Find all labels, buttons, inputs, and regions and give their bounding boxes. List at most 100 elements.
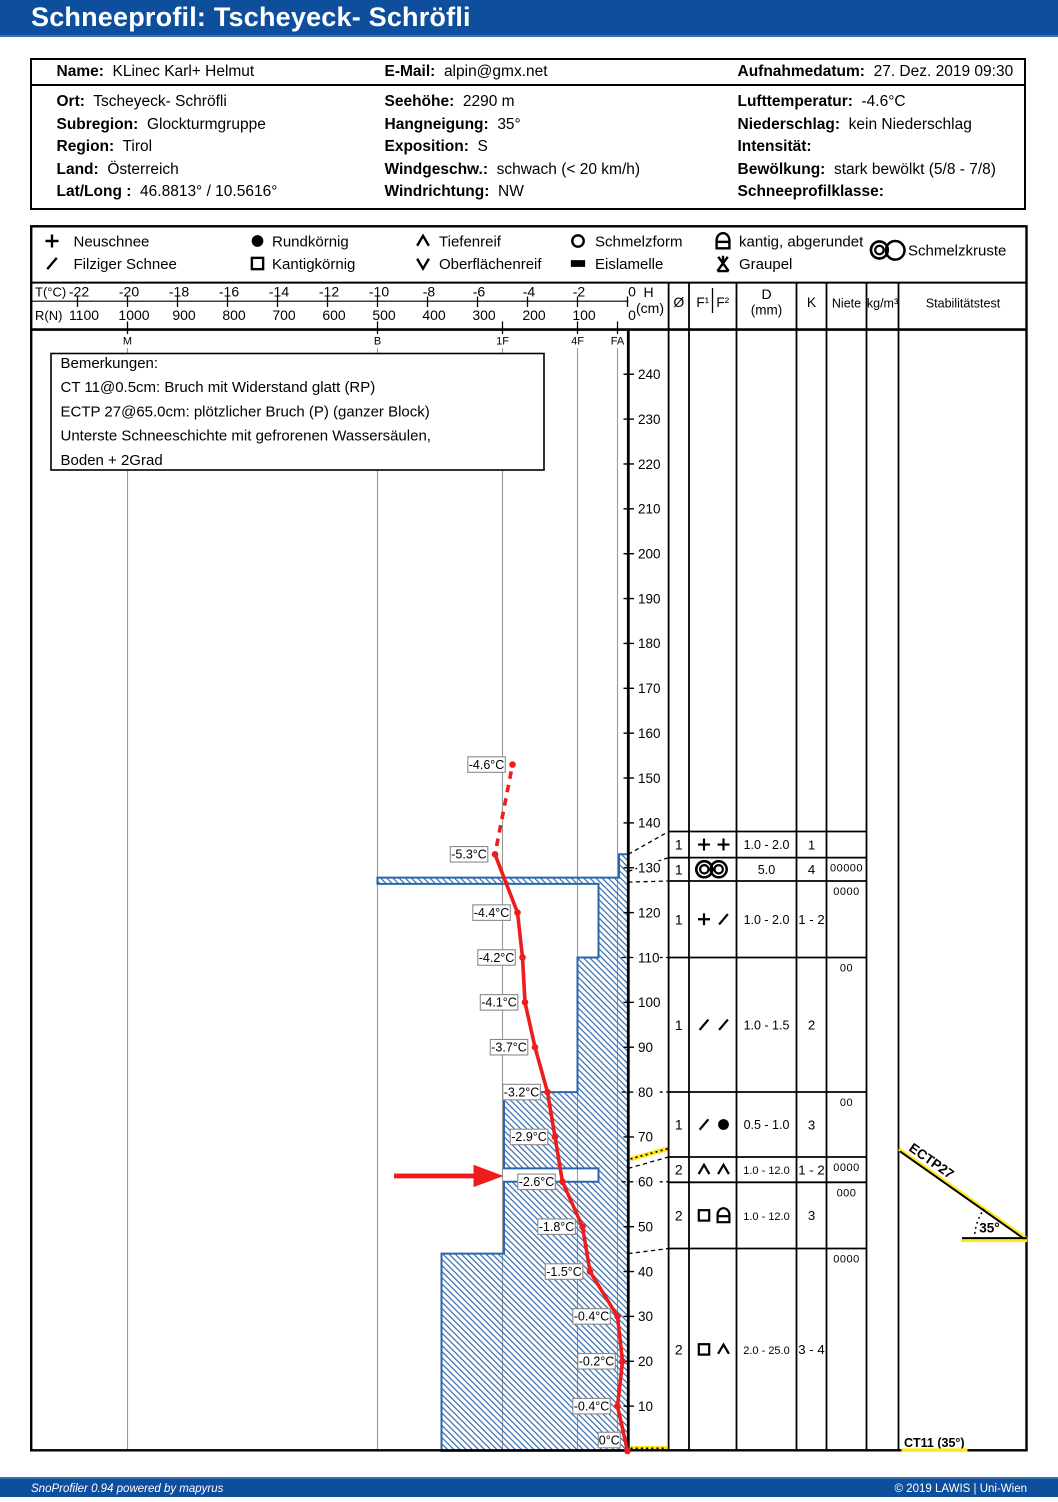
arrow-shaft bbox=[394, 1173, 476, 1179]
title-bar: Schneeprofil: Tscheyeck- Schröfli bbox=[0, 0, 1058, 37]
height-tick-label: 90 bbox=[638, 1040, 653, 1055]
temp-point-label-box bbox=[477, 949, 516, 966]
temp-point bbox=[491, 850, 499, 858]
temp-point bbox=[514, 909, 521, 916]
temp-point-label: 0°C bbox=[599, 1433, 620, 1447]
legend-label: Filziger Schnee bbox=[74, 256, 177, 273]
angle-arc bbox=[973, 1208, 985, 1240]
resistance-tick-label: 500 bbox=[372, 307, 396, 323]
height-tick-label-bg bbox=[637, 1354, 660, 1369]
temp-point bbox=[531, 1043, 539, 1051]
resistance-tick-label: 300 bbox=[472, 307, 496, 323]
cell-grain-size: 1.0 - 12.0 bbox=[743, 1211, 789, 1223]
height-tick-label: 100 bbox=[638, 995, 661, 1010]
resistance-tick-label: 400 bbox=[422, 307, 446, 323]
col-header-kg: kg/m³ bbox=[867, 297, 898, 311]
footer-app-credit: SnoProfiler 0.94 powered by mapyrus bbox=[31, 1483, 224, 1495]
height-tick-label: 130 bbox=[638, 861, 661, 876]
footer-copyright: © 2019 LAWIS | Uni-Wien bbox=[894, 1483, 1027, 1495]
temp-point bbox=[619, 1357, 626, 1365]
height-tick-label: 200 bbox=[638, 547, 661, 562]
failure-marker-dots bbox=[630, 1147, 669, 1160]
chart-frame bbox=[30, 225, 1028, 1452]
temp-tick-label: -14 bbox=[269, 284, 289, 300]
height-tick-label: 190 bbox=[638, 591, 661, 606]
height-tick-label-bg bbox=[637, 1130, 660, 1144]
height-tick-label: 110 bbox=[638, 950, 660, 965]
temp-point-label: -1.8°C bbox=[539, 1220, 575, 1234]
cell-wetness: 1 bbox=[675, 911, 683, 927]
cell-niete: 0000 bbox=[833, 1254, 859, 1266]
hardness-letter: 1F bbox=[496, 336, 509, 348]
height-tick-label-bg bbox=[637, 950, 660, 965]
temp-point bbox=[579, 1223, 586, 1230]
layer-connector bbox=[628, 1247, 669, 1255]
temp-line bbox=[493, 853, 630, 1452]
height-tick-label: 10 bbox=[638, 1399, 653, 1414]
resistance-axis-label: R(N) bbox=[35, 308, 62, 323]
info-line: Niederschlag: kein Niederschlag bbox=[737, 115, 972, 133]
resistance-tick-label: 200 bbox=[522, 307, 546, 323]
height-tick-label: 230 bbox=[638, 412, 661, 427]
height-tick-label: 220 bbox=[638, 457, 661, 472]
height-tick-label-bg bbox=[637, 1399, 660, 1414]
temp-point bbox=[521, 999, 529, 1006]
height-tick-label: 20 bbox=[638, 1354, 653, 1369]
height-tick-label-bg bbox=[637, 726, 660, 741]
info-col-terrain: Seehöhe: 2290 m Hangneigung: 35° Exposit… bbox=[385, 91, 641, 204]
cell-niete: 0000 bbox=[833, 1162, 859, 1174]
temp-point bbox=[586, 1268, 594, 1275]
cell-grain-size: 1.0 - 2.0 bbox=[744, 913, 790, 927]
cell-niete: 00 bbox=[840, 1097, 853, 1109]
height-tick-label: 70 bbox=[638, 1130, 653, 1145]
cell-niete: 00 bbox=[840, 963, 853, 975]
height-tick-label-bg bbox=[637, 457, 660, 471]
legend-label: Rundkörnig bbox=[272, 233, 349, 250]
resistance-tick-label: 1000 bbox=[118, 307, 149, 323]
resistance-tick-label: 100 bbox=[572, 307, 596, 323]
info-email: E-Mail: alpin@gmx.net bbox=[385, 60, 548, 84]
temp-point-label-box bbox=[479, 994, 519, 1011]
temp-point-label-box bbox=[517, 1173, 556, 1191]
info-line: Schneeprofilklasse: bbox=[737, 183, 884, 200]
legend-label: kantig, abgerundet bbox=[739, 233, 864, 250]
grain-icon-new-snow bbox=[698, 913, 710, 926]
cell-grain-size: 1.0 - 1.5 bbox=[744, 1018, 790, 1032]
height-tick-label: 240 bbox=[638, 367, 661, 382]
legend-label: Oberflächenreif bbox=[439, 256, 542, 273]
info-email-label: E-Mail: bbox=[384, 63, 436, 80]
temp-point-label: -4.1°C bbox=[481, 996, 517, 1010]
info-col-weather: Lufttemperatur: -4.6°C Niederschlag: kei… bbox=[738, 91, 996, 204]
info-line: Subregion: Glockturmgruppe bbox=[56, 115, 266, 133]
temp-tick-label: -4 bbox=[523, 284, 536, 300]
resistance-tick-label: 900 bbox=[172, 307, 196, 323]
remarks-box-border bbox=[50, 352, 545, 471]
grain-icon-rounding-faceted bbox=[716, 1207, 731, 1224]
info-line: Exposition: S bbox=[384, 138, 488, 155]
height-tick-label: 120 bbox=[638, 905, 661, 920]
layer-connector bbox=[627, 830, 669, 855]
cell-hardness: 1 - 2 bbox=[798, 912, 824, 927]
info-row-1: Name: KLinec Karl+ Helmut E-Mail: alpin@… bbox=[32, 60, 1024, 86]
temperature-curve: -4.6°C-5.3°C-4.4°C-4.2°C-4.1°C-3.7°C-3.2… bbox=[449, 756, 631, 1455]
temp-point bbox=[559, 1178, 566, 1186]
info-line: Lat/Long : 46.8813° / 10.5616° bbox=[56, 183, 278, 200]
info-line: Windrichtung: NW bbox=[384, 183, 524, 200]
temp-point-label-box bbox=[577, 1352, 616, 1370]
legend-label: Kantigkörnig bbox=[272, 256, 355, 273]
cell-grain-size: 2.0 - 25.0 bbox=[743, 1345, 789, 1357]
grain-icon-felted-snow bbox=[46, 257, 58, 270]
temp-tick-label: -8 bbox=[423, 284, 436, 300]
resistance-tick-label: 800 bbox=[222, 307, 246, 323]
resistance-tick-label: 600 bbox=[322, 307, 346, 323]
col-header-k: K bbox=[807, 294, 817, 310]
temp-point-label-box bbox=[509, 1128, 549, 1146]
ect-slope-line bbox=[899, 1150, 1028, 1242]
grain-icon-depth-hoar bbox=[717, 1342, 730, 1355]
remarks-line: Boden + 2Grad bbox=[61, 452, 163, 469]
temp-tick-label: -22 bbox=[69, 284, 89, 300]
height-tick-label: 180 bbox=[638, 636, 661, 651]
info-name: Name: KLinec Karl+ Helmut bbox=[57, 60, 255, 84]
cell-grain-size: 1.0 - 2.0 bbox=[744, 838, 790, 852]
